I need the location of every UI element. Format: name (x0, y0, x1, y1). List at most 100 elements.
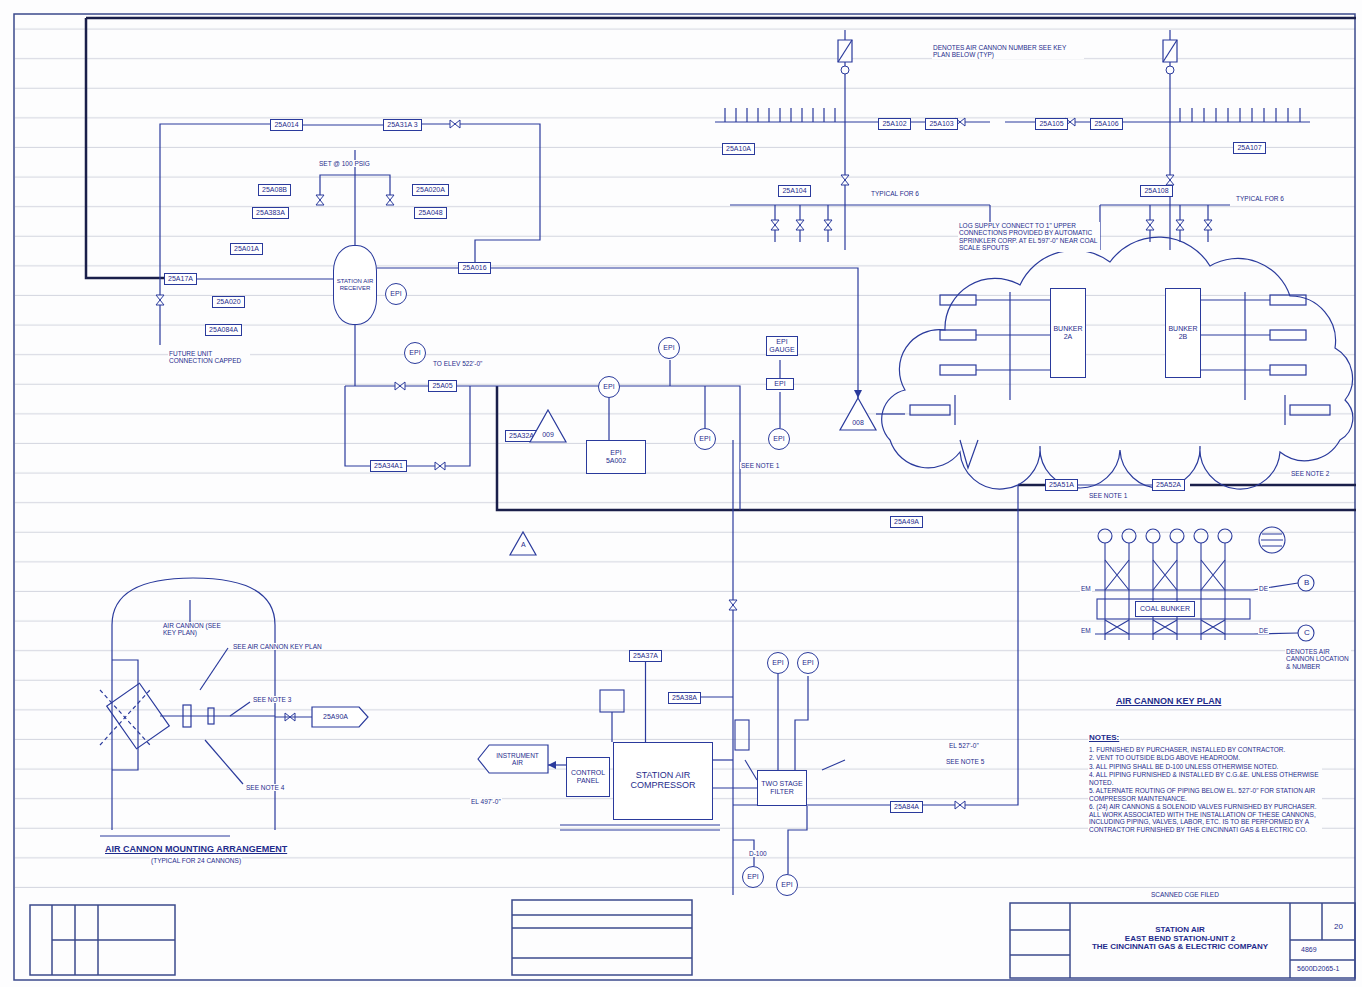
tag-box: EPI GAUGE (766, 336, 798, 356)
drawing-title: AIR CANNON MOUNTING ARRANGEMENT (104, 844, 288, 854)
node-text: 25A52A (1156, 481, 1181, 489)
air-cannon-mounting-sketch (112, 660, 138, 770)
note-text: 2. VENT TO OUTSIDE BLDG ABOVE HEADROOM. (1088, 754, 1322, 761)
node-text: 25A014 (274, 121, 298, 129)
bunker-box: COAL BUNKER (1135, 601, 1195, 617)
tag-box: 25A020A (412, 184, 449, 196)
air-pipe (1169, 30, 1170, 250)
compressor-skid (745, 760, 757, 780)
annotation-text: FUTURE UNIT CONNECTION CAPPED (168, 350, 250, 365)
node-text: 25A08B (262, 186, 287, 194)
valve-symbol (1166, 175, 1174, 185)
note-text: 1. FURNISHED BY PURCHASER, INSTALLED BY … (1088, 746, 1322, 753)
tag-box: 25A84A (890, 801, 923, 813)
notes-heading: NOTES: (1088, 733, 1120, 742)
note-text: 3. ALL PIPING SHALL BE D-100 UNLESS OTHE… (1088, 763, 1322, 770)
air-pipe (795, 676, 808, 770)
revised-area-cloud (940, 365, 976, 375)
air-pipe (1180, 108, 1300, 122)
air-cannon-mounting-sketch (160, 715, 275, 716)
compressor-skid (600, 690, 624, 712)
node-text: 25A51A (1049, 481, 1074, 489)
relief-valve-symbol (838, 40, 852, 62)
air-pipe (779, 392, 780, 428)
valve-symbol (435, 462, 445, 470)
air-cannon-key-plan (1170, 529, 1184, 543)
revised-area-cloud (910, 405, 950, 415)
annotation-text: SEE NOTE 4 (245, 784, 285, 791)
node-text: EPI (773, 435, 784, 443)
annotation-text: EM (1080, 627, 1092, 634)
tag-box: CONTROL PANEL (566, 757, 610, 797)
annotation-text: SEE NOTE 2 (1290, 470, 1330, 477)
air-cannon-mounting-sketch (183, 705, 191, 727)
annotation-text: (TYPICAL FOR 24 CANNONS) (150, 857, 242, 864)
valve-symbol (1176, 220, 1184, 230)
tag-box: 25A107 (1233, 142, 1266, 154)
valve-symbol (156, 295, 164, 305)
revision-mark: A (520, 541, 527, 549)
instrument-bubble: EPI (385, 283, 407, 305)
instrument-bubble: EPI (658, 337, 680, 359)
air-pipe (704, 386, 705, 428)
revised-area-cloud (940, 295, 976, 305)
air-pipe (876, 413, 905, 414)
air-cannon-mounting-sketch (189, 600, 190, 622)
air-cannon-key-plan (1095, 589, 1253, 590)
node-text: EPI (610, 449, 621, 457)
tag-box: 25A51A (1045, 479, 1078, 491)
air-cannon-triangle: 008 (840, 398, 876, 430)
revision-triangle (510, 532, 536, 555)
air-pipe (1100, 204, 1230, 205)
node-text: BUNKER 2A (1053, 325, 1083, 340)
tag-box: 25A084A (205, 324, 242, 336)
tag-box: 25A105 (1035, 118, 1068, 130)
air-pipe (669, 360, 670, 386)
node-text: EPI (409, 349, 420, 357)
tag-box: 25A020 (212, 296, 245, 308)
pipe-connector (491, 268, 858, 398)
sheet-border (30, 905, 175, 975)
drawing-number: 5600D2065-1 (1296, 965, 1340, 973)
node-text: 25A084A (209, 326, 238, 334)
air-cannon-key-plan (1105, 620, 1225, 634)
air-cannon-key-plan (1122, 529, 1136, 543)
node-text: 25A106 (1094, 120, 1118, 128)
node-outline (530, 410, 566, 442)
tag-box: 25A08B (258, 184, 291, 196)
annotation-text: DE (1258, 627, 1269, 634)
node-outline (840, 398, 876, 430)
annotation-text: SEE NOTE 1 (1088, 492, 1128, 499)
note-text: 5. ALTERNATE ROUTING OF PIPING BELOW EL.… (1088, 787, 1322, 802)
main-header-pipe (497, 386, 1356, 510)
tag-box: 25A49A (890, 516, 923, 528)
node-text: EPI (772, 659, 783, 667)
air-cannon-mounting-sketch (112, 578, 275, 830)
air-cannon-mounting-sketch (200, 648, 228, 690)
relief-valve-symbol (838, 40, 1177, 62)
title-block-cell: 20 (1333, 922, 1344, 931)
air-pipe (788, 806, 807, 874)
node-text: 25A107 (1237, 144, 1261, 152)
valve-symbol (316, 195, 324, 205)
tag-box: 25A10A (722, 143, 755, 155)
title-block-cell: 4869 (1300, 946, 1318, 954)
node-text: 25A34A1 (374, 462, 403, 470)
air-cannon-key-plan (1105, 543, 1225, 640)
sheet-border (1010, 954, 1070, 956)
node-outline (478, 745, 548, 773)
annotation-text: SCANNED CGE FILED (1150, 891, 1220, 898)
off-page-connector: INSTRUMENT AIR (478, 745, 548, 773)
air-pipe (611, 712, 612, 742)
air-pipe (470, 386, 740, 510)
annotation-text: EL 527'-0" (948, 742, 980, 749)
instrument-bubble: EPI (598, 376, 620, 398)
node-text: 008 (852, 419, 864, 427)
node-text: THE CINCINNATI GAS & ELECTRIC COMPANY (1092, 943, 1268, 952)
sheet-border (1321, 903, 1323, 940)
valve-symbol (395, 382, 405, 390)
sheet-border (1290, 959, 1355, 961)
air-cannon-key-plan (1097, 599, 1250, 619)
node-text: 25A31A 3 (387, 121, 417, 129)
